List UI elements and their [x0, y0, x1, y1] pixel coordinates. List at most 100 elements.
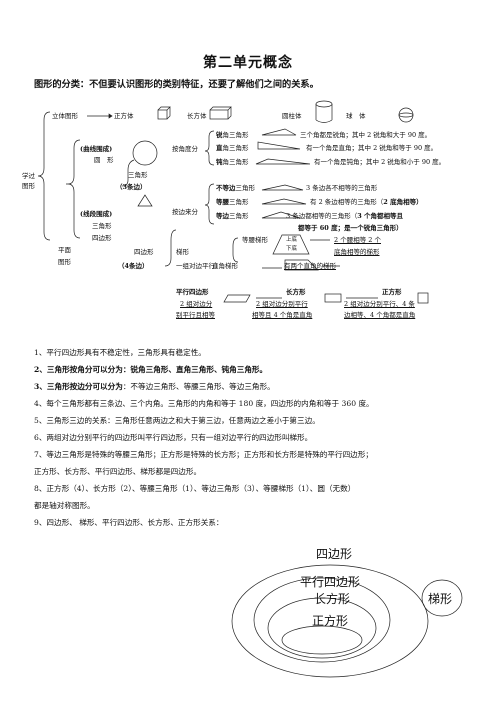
plane-label: 平面	[58, 246, 71, 254]
iso-trap-label: 等腰梯形	[242, 236, 268, 244]
para-desc: 2 组对边分	[180, 300, 213, 308]
triangle-label: 三角形	[128, 171, 148, 179]
scalene-desc: 3 条边各不相等的三角形	[306, 184, 378, 192]
quad-label-2: 四边形	[134, 248, 154, 256]
circle-label: 圆 形	[94, 156, 114, 164]
solid-label: 立体图形	[52, 112, 78, 120]
upper-base-label: 上底	[286, 237, 298, 243]
square-desc: 2 组对边分别平行、4 条	[344, 300, 415, 308]
plane-label-2: 图形	[58, 258, 71, 266]
venn-para-label: 平行四边形	[300, 575, 361, 589]
root-bracket	[37, 111, 51, 241]
venn-square-label: 正方形	[312, 614, 349, 628]
quad-label: 四边形	[92, 234, 112, 242]
venn-parallelogram	[253, 577, 391, 663]
rect-label: 长方形	[286, 288, 306, 296]
right-trapezoid-icon	[284, 259, 319, 271]
rectangle-icon	[324, 293, 342, 303]
cube-icon	[157, 109, 168, 120]
right-row: 直角三角形	[216, 144, 249, 152]
sphere-icon-eq	[398, 112, 414, 118]
cuboid-icon-depth	[209, 106, 232, 120]
cylinder-icon-body	[315, 104, 333, 123]
right-trap-desc: 有两个直角的梯形	[284, 262, 336, 270]
subtitle: 图形的分类：不但要认识图形的类别特征，还要了解他们之间的关系。	[34, 79, 319, 90]
right-triangle-icon	[257, 141, 301, 150]
straight-label: (线段围成)	[80, 210, 113, 218]
cylinder-label: 圆柱体	[282, 112, 302, 120]
cuboid-label: 长方体	[187, 112, 207, 120]
equilateral-row: 等边三角形	[216, 212, 249, 220]
list-item-4: 4、每个三角形都有三条边、三个内角。三角形的内角和等于 180 度，四边形的内角…	[34, 399, 374, 408]
list-item-5: 5、三角形三边的关系：三角形任意两边之和大于第三边，任意两边之差小于第三边。	[34, 416, 320, 425]
triangle-label-2: 三角形	[92, 222, 112, 230]
right-desc: 有一个角是直角；其中 2 锐角和等于 90 度。	[306, 144, 438, 152]
rect-desc-2: 相等且 4 个角是直角	[252, 311, 313, 319]
acute-triangle-icon	[261, 128, 297, 136]
sphere-icon	[398, 107, 414, 123]
list-item-9: 9、四边形、 梯形、平行四边形、长方形、正方形关系：	[34, 518, 224, 527]
iso-trap-desc: 2 个腰相等 2 个	[334, 236, 381, 244]
arrow-head	[108, 113, 113, 119]
venn-quad-label: 四边形	[316, 547, 353, 561]
root-label: 学过	[22, 172, 35, 180]
cuboid-icon	[209, 109, 229, 120]
venn-trap-label: 梯形	[428, 592, 453, 606]
by-side-label: 按边来分	[172, 208, 198, 216]
quad-bracket	[164, 229, 177, 267]
acute-desc: 三个角都是锐角；其中 2 锐角和大于 90 度。	[300, 131, 432, 139]
venn-rectangle	[267, 597, 377, 659]
obtuse-row: 钝角三角形	[216, 158, 249, 166]
four-sides-label: （4条边）	[118, 262, 149, 270]
para-desc-2: 别平行且相等	[176, 311, 215, 319]
iso-trap-desc-2: 底角相等的梯形	[334, 248, 380, 256]
right-trap-label: 直角梯形	[212, 262, 238, 270]
list-item-7: 7、等边三角形是特殊的等腰三角形；正方形是特殊的长方形；正方形和长方形是特殊的平…	[34, 450, 373, 459]
lower-base-label: 下底	[286, 246, 298, 252]
square-desc-2: 边相等、4 个角都是直角	[344, 311, 416, 319]
side-bracket	[204, 183, 215, 225]
root-label-2: 图形	[22, 182, 35, 190]
plane-bracket	[66, 139, 81, 239]
one-pair-label: 一组对边平行）	[176, 262, 222, 270]
parallelogram-icon	[223, 294, 251, 303]
angle-bracket	[204, 130, 215, 166]
triangle-bracket	[121, 159, 135, 187]
cube-label: 正方体	[114, 112, 134, 120]
rect-desc: 2 组对边分别平行	[256, 300, 308, 308]
venn-quadrilateral	[231, 564, 429, 678]
para-label: 平行四边形	[176, 288, 209, 296]
trap-bracket	[232, 237, 239, 263]
triangle-icon	[137, 194, 153, 207]
isosceles-row: 等腰三角形	[216, 198, 249, 206]
by-angle-label: 按角度分	[172, 145, 198, 153]
venn-square	[281, 625, 363, 655]
equilateral-desc: 3 条边都相等的三角形（3 个角都相等且	[286, 212, 403, 220]
equilateral-desc-2: 都等于 60 度；是一个锐角三角形）	[298, 224, 403, 232]
sphere-label: 球 体	[346, 112, 366, 120]
trapezoid-label: 梯形	[176, 248, 189, 256]
list-item-8-cont: 都是轴对称图形。	[34, 501, 95, 510]
circle-icon	[132, 140, 158, 166]
square-label: 正方形	[382, 288, 402, 296]
list-item-2: 2、三角形按角分可以分为：锐角三角形、直角三角形、钝角三角形。	[34, 365, 268, 374]
scalene-triangle-icon	[261, 184, 304, 191]
isosceles-desc: 有 2 条边相等的三角形（2 底角相等）	[310, 198, 423, 206]
isosceles-triangle-icon	[261, 198, 307, 205]
page-title: 第二单元概念	[203, 55, 293, 71]
list-item-8: 8、正方形（4）、长方形（2）、等腰三角形（1）、等边三角形（3）、等腰梯形（1…	[34, 484, 356, 493]
obtuse-desc: 有一个角是钝角；其中 2 锐角和小于 90 度。	[314, 158, 446, 166]
list-item-7-cont: 正方形、长方形、平行四边形、梯形都是四边形。	[34, 467, 202, 476]
cube-icon-depth	[157, 106, 171, 120]
cylinder-icon-top	[315, 100, 333, 108]
list-item-1: 1、平行四边形具有不稳定性，三角形具有稳定性。	[34, 348, 206, 357]
curved-label: (曲线围成)	[80, 145, 113, 153]
acute-row: 锐角三角形	[216, 131, 249, 139]
square-icon	[417, 292, 429, 304]
list-item-6: 6、两组对边分别平行的四边形叫平行四边形，只有一组对边平行的四边形叫梯形。	[34, 433, 313, 442]
iso-trapezoid-icon	[272, 234, 310, 255]
obtuse-triangle-icon	[255, 158, 311, 165]
list-item-3: 3、三角形按边分可以分为：不等边三角形、等腰三角形、等边三角形。	[34, 382, 275, 391]
venn-rect-label: 长方形	[314, 592, 351, 606]
